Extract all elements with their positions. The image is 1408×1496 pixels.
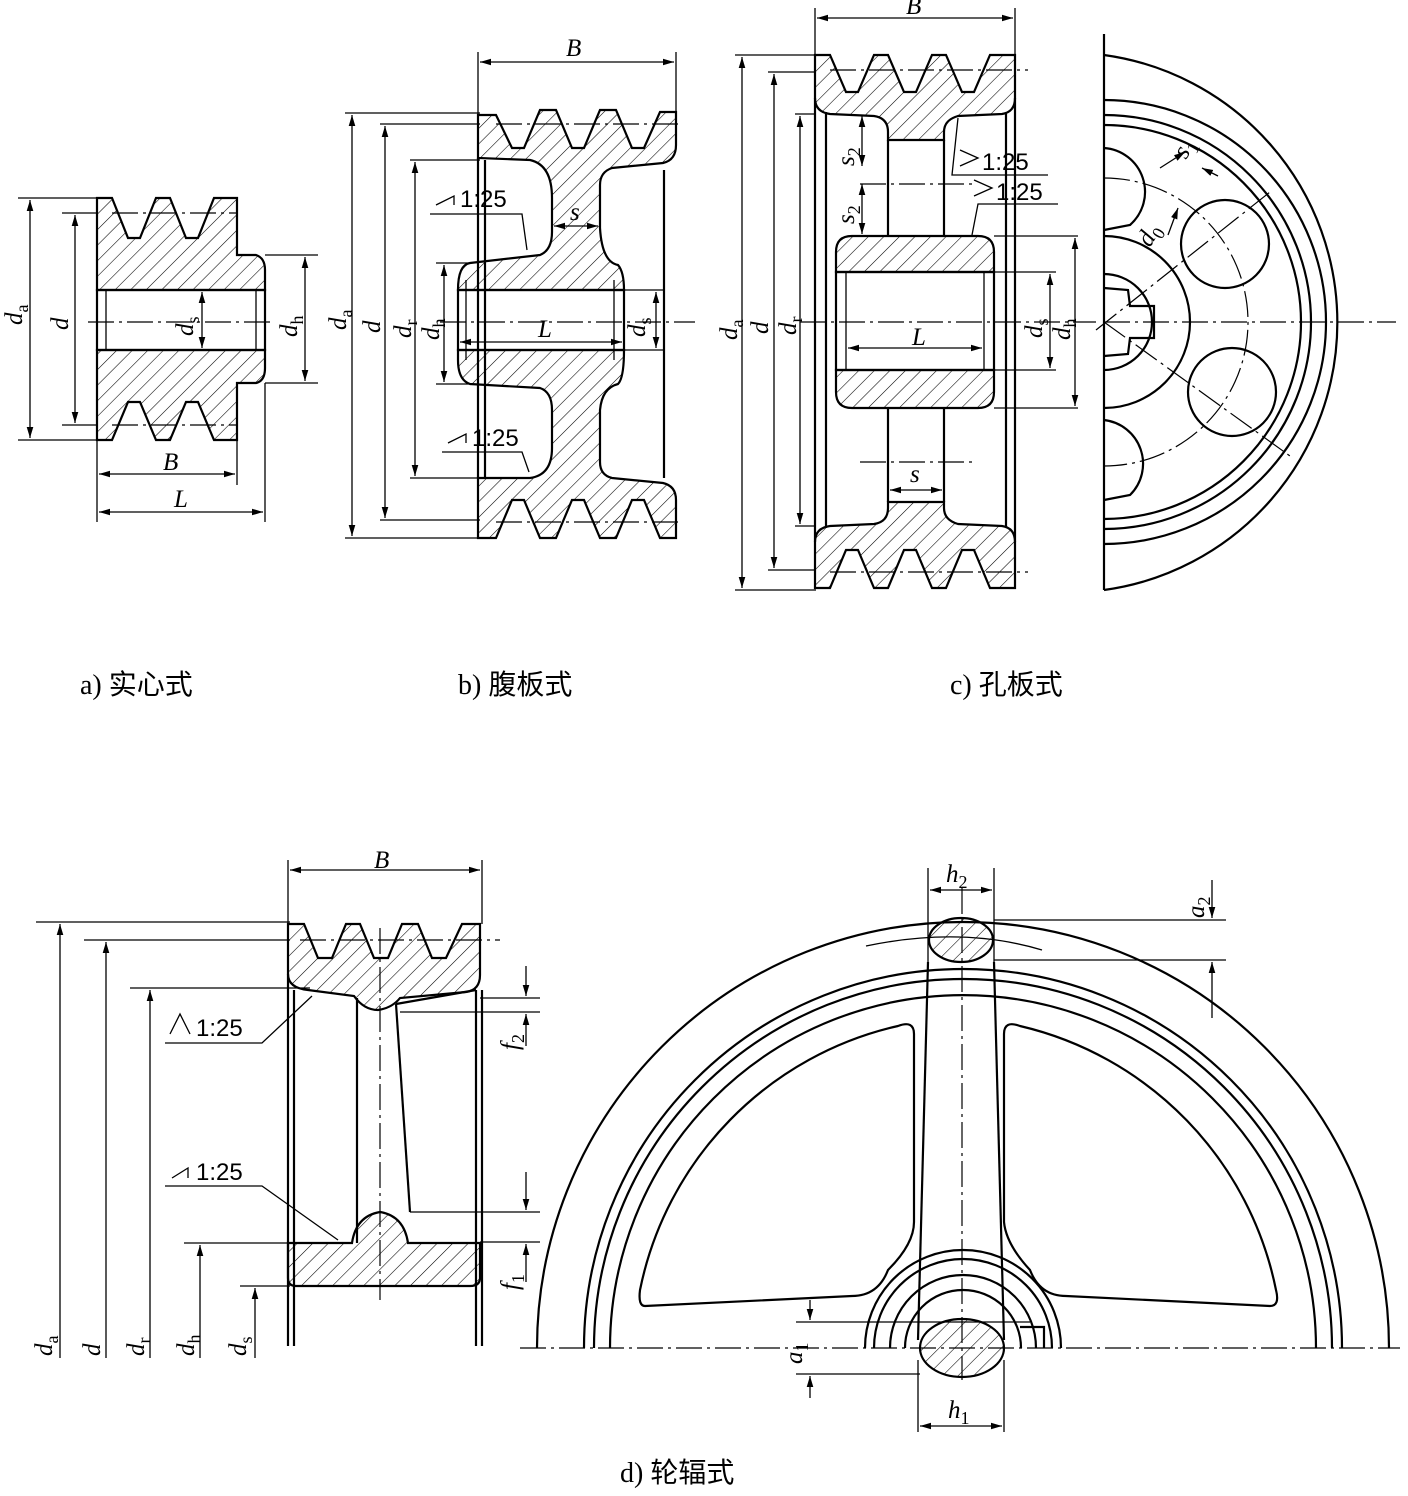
label-B-d: B <box>374 847 389 874</box>
solid-bore <box>95 288 267 352</box>
label-dh-c: dh <box>1049 319 1080 341</box>
label-ds-b: ds <box>624 317 655 337</box>
label-d-c: d <box>747 321 774 334</box>
label-d-b: d <box>359 320 386 333</box>
web-bore <box>456 288 626 352</box>
label-dr-c: dr <box>775 317 806 336</box>
perforated-rim-bottom <box>813 500 1017 590</box>
perforated-rim-top <box>813 53 1017 142</box>
taper-label-d-lower: 1:25 <box>196 1159 243 1186</box>
web-section-top <box>456 108 678 292</box>
label-s2-c-upper: s2 <box>833 147 864 166</box>
taper-label-c-lower: 1:25 <box>996 179 1043 206</box>
label-d-d: d <box>79 1343 106 1356</box>
spoke-rim-section <box>286 922 482 1012</box>
label-s-c: s <box>910 461 920 488</box>
web-hole <box>1179 198 1271 290</box>
web-section-bottom <box>456 348 678 540</box>
label-da-d: da <box>31 1336 62 1357</box>
taper-label-d-upper: 1:25 <box>196 1015 243 1042</box>
caption-a: a) 实心式 <box>80 669 193 701</box>
label-B-c: B <box>906 0 921 20</box>
label-s-b: s <box>570 199 580 226</box>
label-ds-c: ds <box>1021 318 1052 338</box>
taper-label-c-upper: 1:25 <box>982 149 1029 176</box>
label-da-c: da <box>716 320 747 341</box>
label-dr-d: dr <box>123 1338 154 1357</box>
label-dh-d: dh <box>173 1335 204 1357</box>
label-dr-b: dr <box>390 320 421 339</box>
figure-b-web-pulley: 1:25 1:25 da d dr dh ds B L s <box>325 35 695 540</box>
label-da-b: da <box>325 310 356 331</box>
perforated-bore <box>834 270 996 372</box>
label-a2-d: a2 <box>1183 897 1214 919</box>
caption-d: d) 轮辐式 <box>620 1457 734 1489</box>
web-hole <box>1186 346 1278 438</box>
label-h1-d: h1 <box>948 1397 970 1428</box>
perforated-side-view: d0 s1 <box>1095 34 1396 592</box>
spoke-section-outer <box>927 916 995 964</box>
label-h2-d: h2 <box>946 861 968 892</box>
label-B-b: B <box>566 35 581 62</box>
label-L-c: L <box>911 324 926 351</box>
figure-d-spoked-pulley: 1:25 1:25 B da d dr dh ds f2 f1 <box>31 847 1400 1432</box>
label-f1-d: f1 <box>497 1274 528 1290</box>
label-da-a: da <box>1 305 32 326</box>
label-dh-b: dh <box>418 319 449 341</box>
label-a1-d: a1 <box>781 1343 812 1365</box>
spoked-front-view: h2 h1 a2 a1 <box>520 861 1400 1432</box>
spoke-hub-section <box>286 1210 482 1288</box>
figure-a-solid-pulley: da d ds dh B L <box>1 196 318 522</box>
label-ds-d: ds <box>225 1336 256 1356</box>
label-ds-a: ds <box>172 316 203 336</box>
label-f2-d: f2 <box>497 1034 528 1050</box>
perforated-hub-bottom <box>834 368 996 410</box>
caption-b: b) 腹板式 <box>458 669 572 701</box>
label-L-b: L <box>537 316 552 343</box>
solid-section-top <box>95 196 267 292</box>
solid-section-bottom <box>95 348 267 442</box>
taper-label-b-upper: 1:25 <box>460 186 507 213</box>
label-L-a: L <box>173 486 188 513</box>
caption-c: c) 孔板式 <box>950 669 1063 701</box>
label-d0-c: d0 <box>1132 219 1170 253</box>
perforated-hub <box>834 234 996 274</box>
label-s2-c-lower: s2 <box>833 205 864 224</box>
label-B-a: B <box>163 449 178 476</box>
label-d-a: d <box>47 317 74 330</box>
figure-c-perforated-pulley: 1:25 1:25 da d dr ds dh B L s s2 s2 <box>716 0 1396 592</box>
label-dh-a: dh <box>276 316 307 338</box>
taper-label-b-lower: 1:25 <box>472 425 519 452</box>
